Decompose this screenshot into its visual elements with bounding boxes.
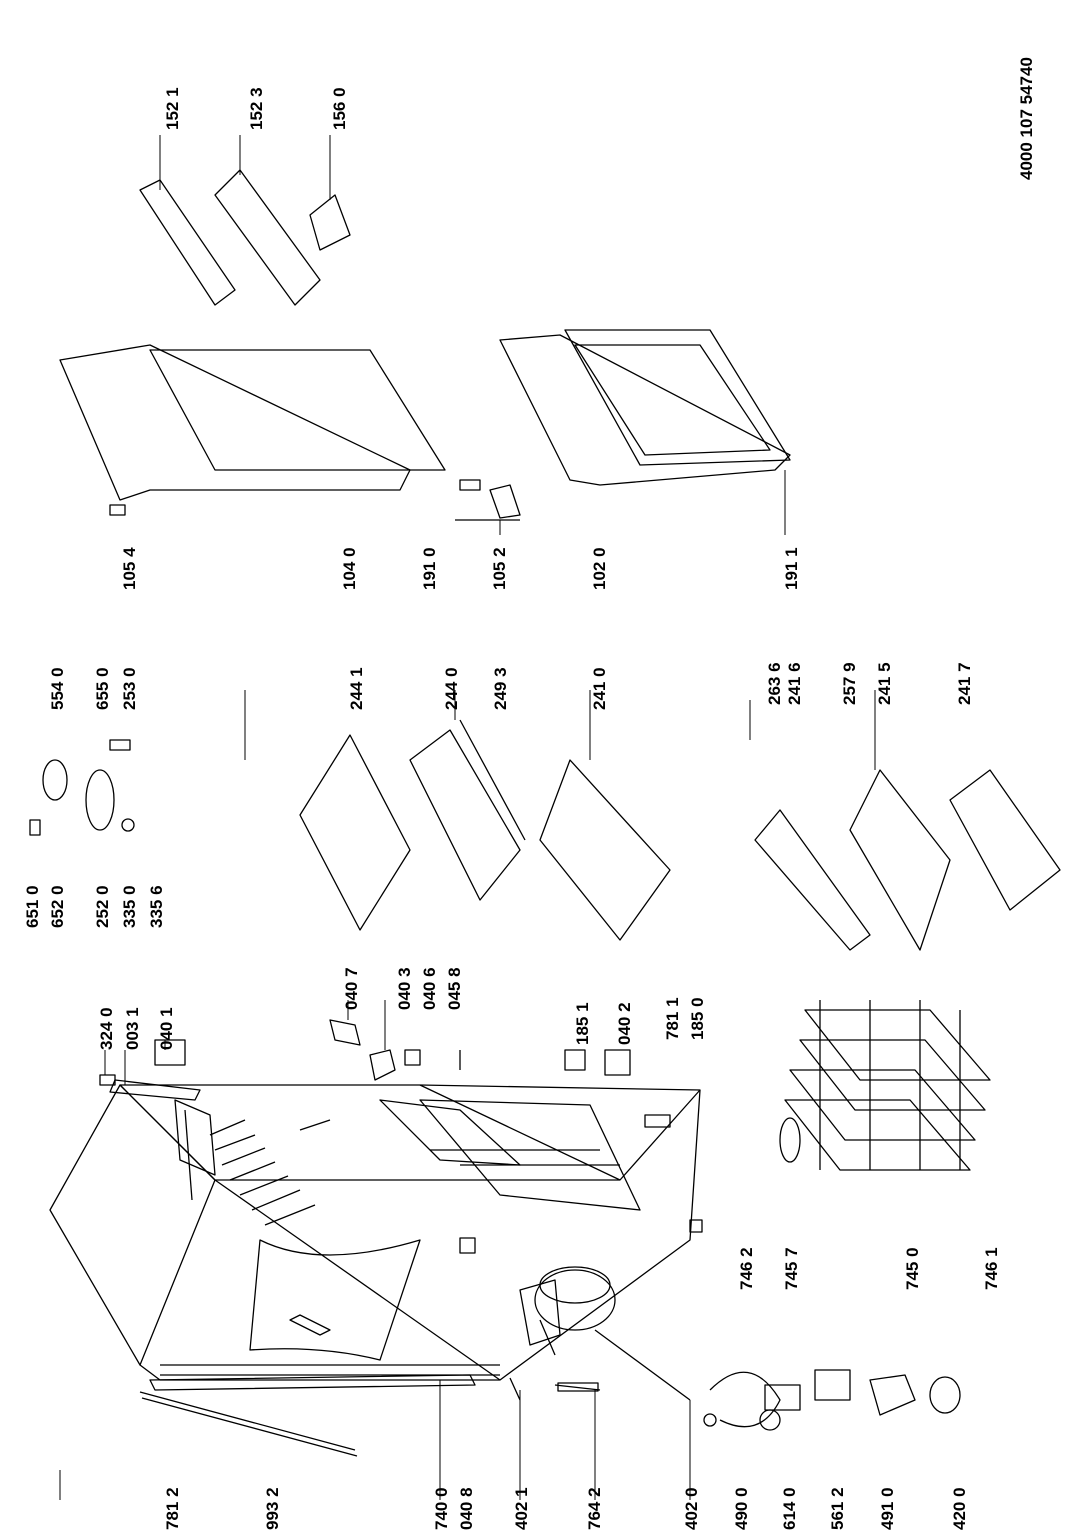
part-label: 491 0	[878, 1487, 897, 1530]
part-label: 105 2	[490, 547, 509, 590]
part-label: 040 2	[615, 1002, 634, 1045]
accessories-drawing	[703, 1369, 961, 1431]
part-label: 185 1	[573, 1002, 592, 1045]
part-label: 252 0	[93, 885, 112, 928]
part-label: 241 7	[955, 662, 974, 705]
glass-shelves-drawing	[299, 719, 526, 931]
part-label: 040 6	[420, 967, 439, 1010]
part-label: 993 2	[263, 1487, 282, 1530]
part-label: 263 6	[765, 662, 784, 705]
part-label: 040 3	[395, 967, 414, 1010]
part-label: 402 1	[512, 1487, 531, 1530]
crisper-drawers-drawing	[539, 759, 1061, 951]
part-label: 746 2	[737, 1247, 756, 1290]
hinge-parts-drawing	[99, 1019, 671, 1128]
part-label: 257 9	[840, 662, 859, 705]
part-label: 040 7	[342, 967, 361, 1010]
part-label: 655 0	[93, 667, 112, 710]
part-label: 746 1	[982, 1247, 1001, 1290]
part-label: 561 2	[828, 1487, 847, 1530]
part-label: 420 0	[950, 1487, 969, 1530]
part-label: 241 6	[785, 662, 804, 705]
part-label: 045 8	[445, 967, 464, 1010]
part-label: 253 0	[120, 667, 139, 710]
part-label: 402 0	[682, 1487, 701, 1530]
part-label: 040 8	[457, 1487, 476, 1530]
part-label: 156 0	[330, 87, 349, 130]
part-label: 241 0	[590, 667, 609, 710]
leader-lines	[59, 135, 876, 1500]
part-label: 104 0	[340, 547, 359, 590]
part-label: 652 0	[48, 885, 67, 928]
part-label: 554 0	[48, 667, 67, 710]
part-label: 152 3	[247, 87, 266, 130]
part-label: 244 1	[347, 667, 366, 710]
door-drawings	[59, 329, 791, 521]
part-label: 490 0	[732, 1487, 751, 1530]
part-label: 764 2	[585, 1487, 604, 1530]
part-label: 651 0	[23, 885, 42, 928]
thermostat-parts-drawing	[29, 739, 135, 836]
part-label: 003 1	[123, 1007, 142, 1050]
part-label: 244 0	[442, 667, 461, 710]
part-label: 241 5	[875, 662, 894, 705]
part-label: 745 7	[782, 1247, 801, 1290]
part-label: 040 1	[157, 1007, 176, 1050]
part-label: 185 0	[688, 997, 707, 1040]
doc-number: 4000 107 54740	[1017, 57, 1036, 180]
part-label: 105 4	[120, 547, 139, 590]
part-label: 740 0	[432, 1487, 451, 1530]
part-label: 614 0	[780, 1487, 799, 1530]
door-bins-drawing	[139, 169, 351, 306]
cabinet-drawing	[49, 1084, 703, 1457]
part-label: 335 0	[120, 885, 139, 928]
part-label: 781 2	[163, 1487, 182, 1530]
part-label: 324 0	[97, 1007, 116, 1050]
wire-racks-drawing	[779, 1000, 991, 1171]
part-label: 191 1	[782, 547, 801, 590]
part-label: 781 1	[663, 997, 682, 1040]
part-label: 249 3	[491, 667, 510, 710]
part-label: 335 6	[147, 885, 166, 928]
part-label: 152 1	[163, 87, 182, 130]
part-label: 102 0	[590, 547, 609, 590]
part-label: 745 0	[903, 1247, 922, 1290]
part-label: 191 0	[420, 547, 439, 590]
